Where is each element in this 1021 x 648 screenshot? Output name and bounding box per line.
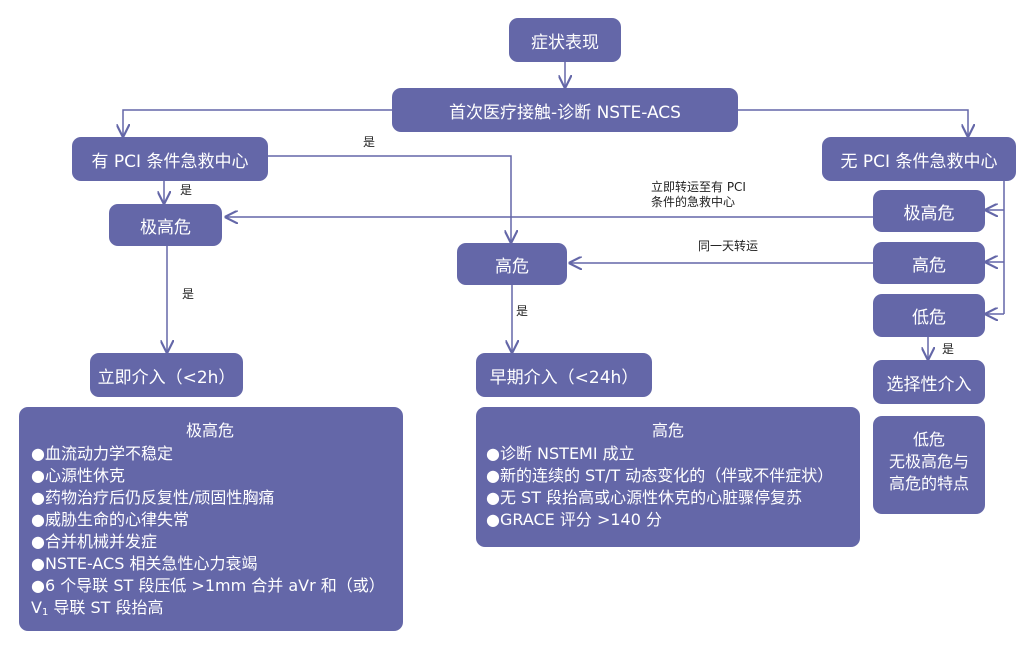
label-transfer: 立即转运至有 PCI 条件的急救中心 (651, 180, 746, 210)
criteria-item: ●无 ST 段抬高或心源性休克的心脏骤停复苏 (486, 488, 803, 507)
label-yes-low: 是 (942, 342, 955, 356)
criteria-item: ●6 个导联 ST 段压低 >1mm 合并 aVr 和（或） (31, 576, 385, 595)
criteria-item: ●诊断 NSTEMI 成立 (486, 444, 635, 463)
panel-low-criteria: 低危 无极高危与 高危的特点 (873, 416, 985, 514)
label-transfer-line1: 立即转运至有 PCI (651, 180, 746, 194)
panel-high-criteria: 高危 ●诊断 NSTEMI 成立 ●新的连续的 ST/T 动态变化的（伴或不伴症… (476, 407, 860, 547)
node-symptoms: 症状表现 (509, 18, 621, 62)
label-same-day: 同一天转运 (698, 239, 759, 253)
label-transfer-line2: 条件的急救中心 (651, 195, 736, 209)
panel-very-high-criteria: 极高危 ●血流动力学不稳定 ●心源性休克 ●药物治疗后仍反复性/顽固性胸痛 ●威… (19, 407, 403, 631)
node-right-low: 低危 (873, 294, 985, 337)
arrow-contact-to-nopci (738, 109, 968, 136)
node-pci-center: 有 PCI 条件急救中心 (72, 137, 268, 181)
low-line: 无极高危与 (888, 452, 969, 471)
node-right-high: 高危 (873, 242, 985, 284)
node-right-very-high: 极高危 (873, 190, 985, 232)
node-first-contact: 首次医疗接触-诊断 NSTE-ACS (392, 88, 738, 132)
panel-very-high-title: 极高危 (185, 421, 234, 440)
arrow-contact-to-pci (123, 109, 392, 136)
arrow-pci-to-high (268, 155, 511, 242)
low-line: 高危的特点 (888, 474, 969, 493)
lead-suffix: 导联 ST 段抬高 (48, 598, 164, 617)
lead-subscript: 1 (41, 607, 49, 618)
node-no-pci-center: 无 PCI 条件急救中心 (822, 137, 1016, 181)
criteria-item: ●药物治疗后仍反复性/顽固性胸痛 (31, 488, 275, 507)
criteria-item: ●NSTE-ACS 相关急性心力衰竭 (31, 554, 258, 573)
criteria-item-continuation: V1 导联 ST 段抬高 (31, 597, 389, 624)
node-early: 早期介入（<24h） (476, 353, 652, 397)
node-immediate: 立即介入（<2h） (90, 353, 243, 397)
criteria-item: ●血流动力学不稳定 (31, 444, 173, 463)
node-left-very-high: 极高危 (109, 204, 222, 246)
label-yes-top: 是 (363, 135, 376, 149)
criteria-item: ●新的连续的 ST/T 动态变化的（伴或不伴症状） (486, 466, 834, 485)
criteria-item: ●威胁生命的心律失常 (31, 510, 189, 529)
lead-v: V (31, 598, 42, 617)
criteria-item: ●心源性休克 (31, 466, 125, 485)
panel-high-title: 高危 (651, 421, 684, 440)
node-mid-high: 高危 (457, 243, 567, 285)
label-yes-high: 是 (516, 304, 529, 318)
criteria-item: ●合并机械并发症 (31, 532, 157, 551)
label-yes-pci: 是 (180, 183, 193, 197)
label-yes-very-high: 是 (182, 287, 195, 301)
criteria-item: ●GRACE 评分 >140 分 (486, 510, 662, 529)
low-line: 低危 (912, 430, 945, 449)
node-selective: 选择性介入 (873, 360, 985, 404)
